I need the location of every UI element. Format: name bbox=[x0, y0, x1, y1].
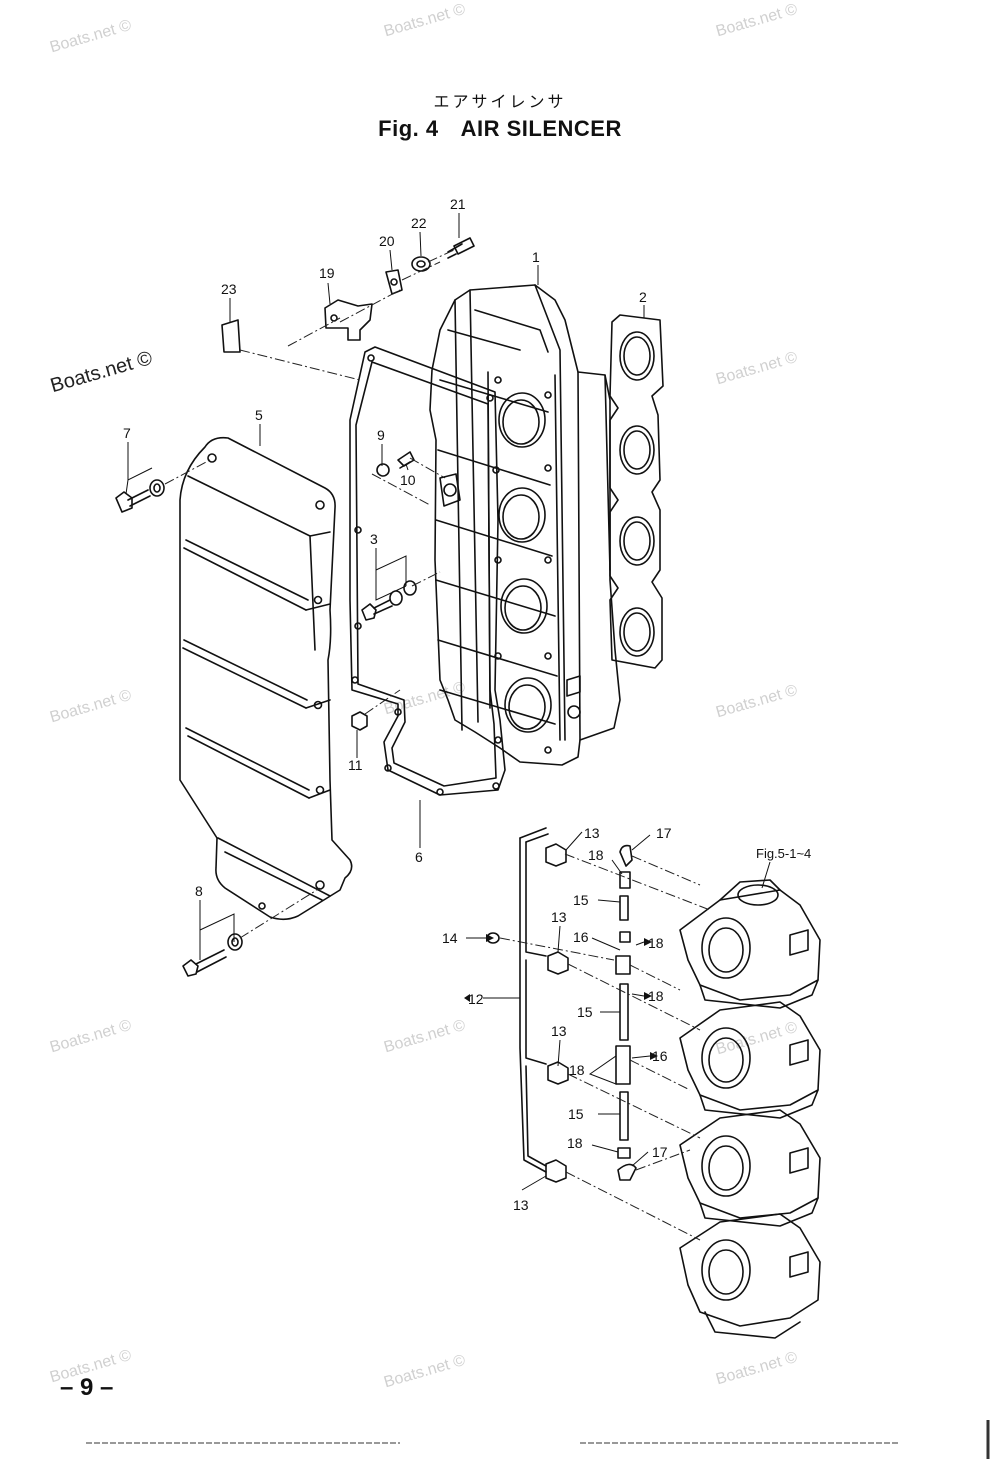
silencer-body bbox=[429, 284, 621, 766]
silencer-cover bbox=[179, 436, 353, 921]
callout-18: 18 bbox=[648, 935, 664, 951]
callout-18: 18 bbox=[588, 847, 604, 863]
callout-18: 18 bbox=[567, 1135, 583, 1151]
hose-assembly bbox=[486, 827, 637, 1183]
callout-13: 13 bbox=[551, 1023, 567, 1039]
page-number: – 9 – bbox=[60, 1374, 114, 1401]
callout-13: 13 bbox=[551, 909, 567, 925]
arrow-heads bbox=[464, 934, 658, 1060]
callout-9: 9 bbox=[377, 427, 385, 443]
carburetor-4 bbox=[679, 1213, 821, 1339]
title-japanese: エアサイレンサ bbox=[433, 92, 567, 111]
part-23-pad bbox=[221, 319, 241, 353]
callout-labels: 1 2 3 5 6 7 8 9 10 11 12 13 13 13 13 14 … bbox=[123, 196, 811, 1213]
callout-11: 11 bbox=[348, 757, 363, 773]
callout-16: 16 bbox=[573, 929, 589, 945]
callout-17: 17 bbox=[656, 825, 672, 841]
reference-label: Fig.5-1~4 bbox=[756, 846, 811, 861]
part-3-bolt-washer bbox=[361, 580, 417, 621]
part-21-bolt bbox=[447, 237, 475, 259]
callout-16: 16 bbox=[652, 1048, 668, 1064]
carburetor-2 bbox=[679, 1001, 821, 1119]
callout-7: 7 bbox=[123, 425, 131, 441]
part-8-bolt-washer bbox=[182, 933, 243, 977]
gasket-2 bbox=[609, 314, 664, 669]
callout-3: 3 bbox=[370, 531, 378, 547]
callout-20: 20 bbox=[379, 233, 395, 249]
callout-13: 13 bbox=[513, 1197, 529, 1213]
part-11-nut bbox=[351, 711, 368, 731]
callout-5: 5 bbox=[255, 407, 263, 423]
callout-21: 21 bbox=[450, 196, 466, 212]
callout-15: 15 bbox=[577, 1004, 593, 1020]
carburetor-1 bbox=[679, 879, 821, 1009]
callout-13: 13 bbox=[584, 825, 600, 841]
gasket-6 bbox=[349, 346, 506, 796]
carburetor-3 bbox=[679, 1109, 821, 1227]
figure-name: AIR SILENCER bbox=[460, 116, 622, 141]
callout-17: 17 bbox=[652, 1144, 668, 1160]
callout-12: 12 bbox=[468, 991, 484, 1007]
part-19-bracket bbox=[324, 299, 373, 341]
bottom-rules bbox=[86, 1420, 990, 1459]
callout-18: 18 bbox=[569, 1062, 585, 1078]
callout-14: 14 bbox=[442, 930, 458, 946]
callout-15: 15 bbox=[573, 892, 589, 908]
callout-15: 15 bbox=[568, 1106, 584, 1122]
callout-22: 22 bbox=[411, 215, 427, 231]
callout-8: 8 bbox=[195, 883, 203, 899]
callout-10: 10 bbox=[400, 472, 416, 488]
callout-2: 2 bbox=[639, 289, 647, 305]
callout-19: 19 bbox=[319, 265, 335, 281]
callout-6: 6 bbox=[415, 849, 423, 865]
part-7-bolt-washer bbox=[115, 479, 165, 513]
figure-number: Fig. 4 bbox=[378, 116, 439, 141]
assembly-lines bbox=[164, 249, 711, 1241]
leader-lines bbox=[125, 213, 771, 1191]
callout-23: 23 bbox=[221, 281, 237, 297]
callout-1: 1 bbox=[532, 249, 540, 265]
part-20-collar bbox=[385, 269, 403, 295]
part-22-washer bbox=[411, 256, 431, 272]
figure-title: Fig. 4 AIR SILENCER bbox=[0, 116, 1000, 142]
callout-18: 18 bbox=[648, 988, 664, 1004]
